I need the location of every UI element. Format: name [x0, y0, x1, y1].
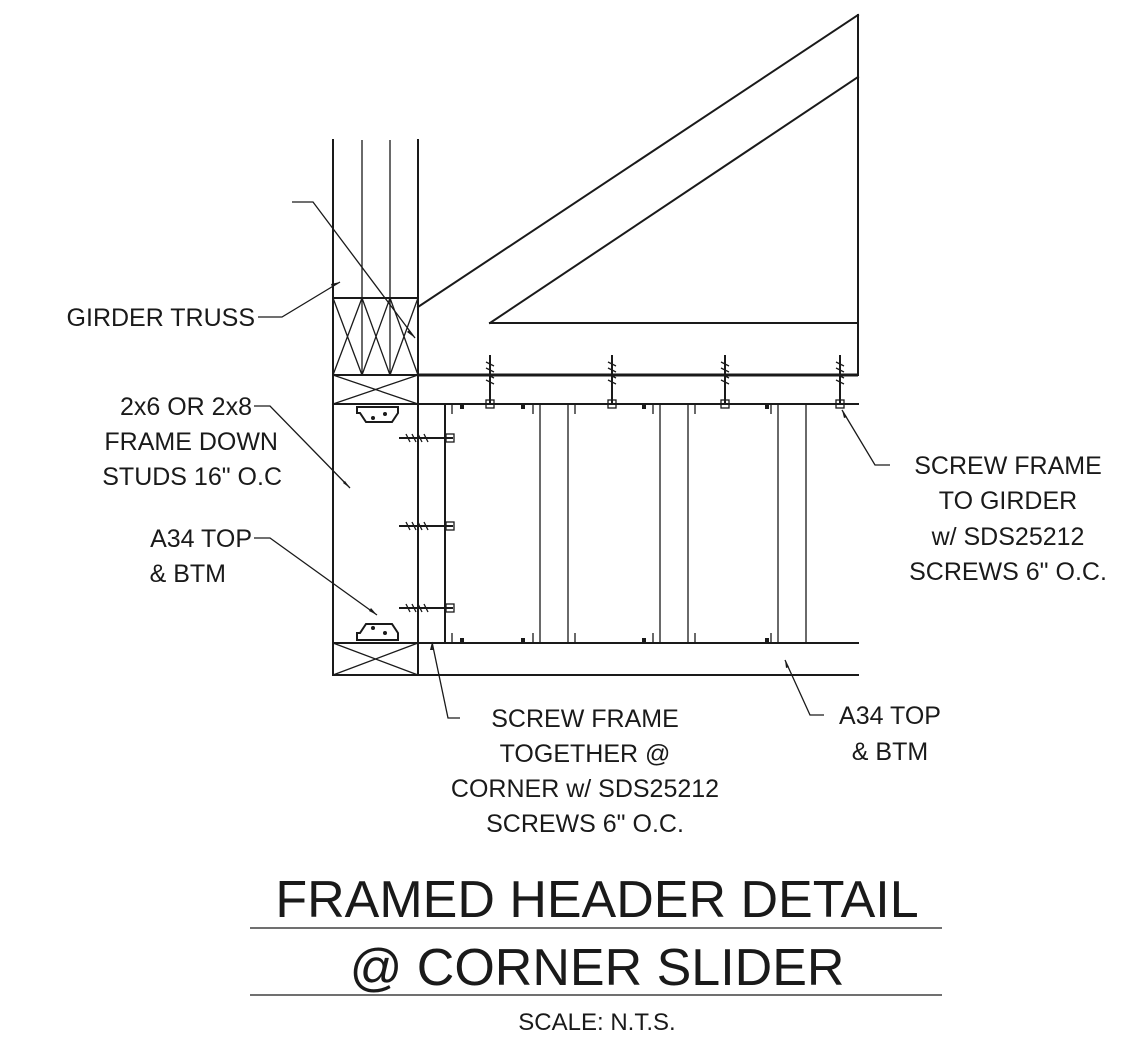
- label-a34-left-line1: A34 TOP: [150, 525, 252, 553]
- leaders: [254, 201, 890, 719]
- girder-truss-column: [332, 139, 419, 676]
- a34-clip-btm-left: [356, 623, 399, 641]
- label-girder-truss: GIRDER TRUSS: [67, 304, 255, 332]
- truss-chords: [416, 13, 860, 376]
- title-line1: FRAMED HEADER DETAIL: [275, 871, 918, 929]
- label-frame-down-line3: STUDS 16" O.C: [102, 463, 282, 491]
- label-a34-right-line2: & BTM: [852, 738, 928, 766]
- a34-clips-frame: [451, 404, 772, 643]
- label-screw-girder-line1: SCREW FRAME: [914, 452, 1102, 480]
- label-screw-corner-line4: SCREWS 6" O.C.: [486, 810, 684, 838]
- label-screw-girder-line4: SCREWS 6" O.C.: [909, 558, 1107, 586]
- label-screw-corner-line2: TOGETHER @: [500, 740, 671, 768]
- a34-clip-top-left: [356, 406, 399, 423]
- label-screw-girder-line2: TO GIRDER: [939, 487, 1077, 515]
- label-a34-left-line2: & BTM: [150, 560, 226, 588]
- title-line2: @ CORNER SLIDER: [350, 939, 845, 997]
- header-beams: [417, 373, 859, 676]
- screws-corner: [399, 433, 455, 613]
- screws-frame-to-girder: [485, 355, 845, 409]
- label-a34-right-line1: A34 TOP: [839, 702, 941, 730]
- frame-down-studs: [539, 404, 807, 643]
- label-frame-down-line1: 2x6 OR 2x8: [120, 393, 252, 421]
- label-screw-girder-line3: w/ SDS25212: [931, 523, 1085, 551]
- scale-note: SCALE: N.T.S.: [518, 1009, 675, 1036]
- label-screw-corner-line3: CORNER w/ SDS25212: [451, 775, 719, 803]
- label-screw-corner-line1: SCREW FRAME: [491, 705, 679, 733]
- label-frame-down-line2: FRAME DOWN: [104, 428, 278, 456]
